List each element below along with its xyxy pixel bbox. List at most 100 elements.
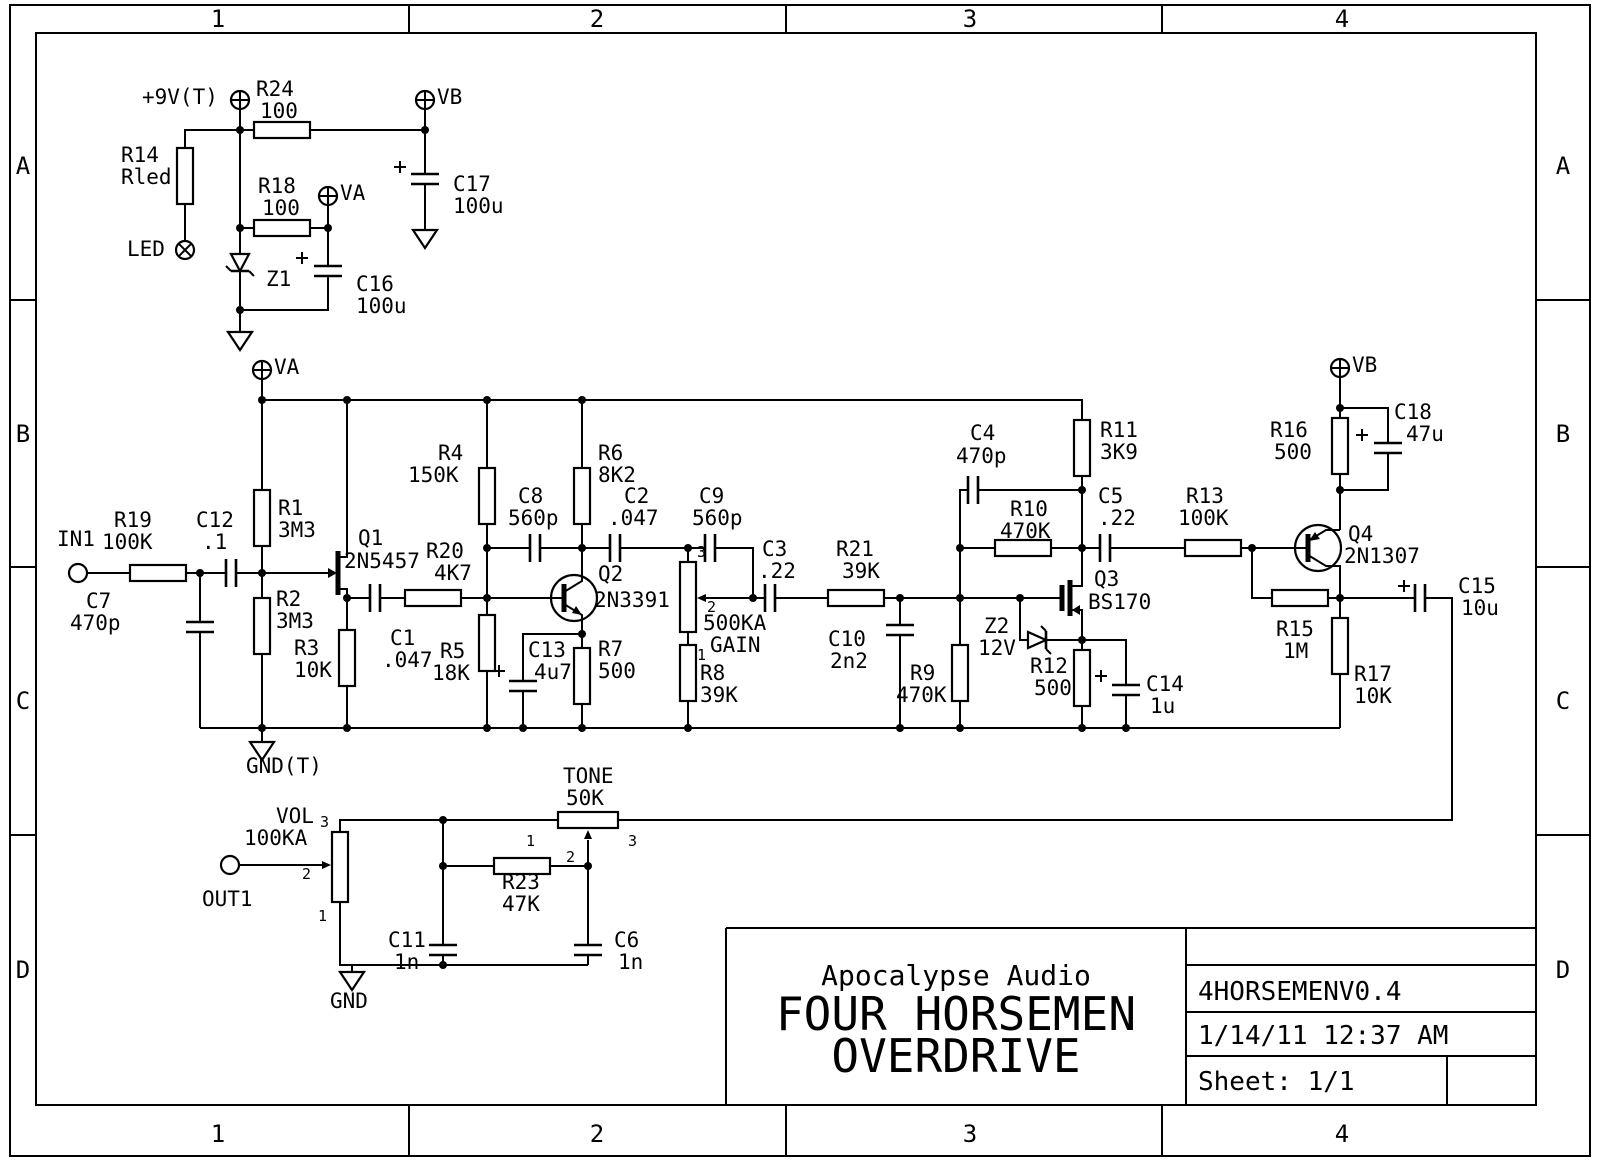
zener-z1 (225, 252, 255, 277)
r14-value: Rled (121, 165, 172, 189)
r18-ref: R18 (258, 174, 296, 198)
r13-ref: R13 (1186, 484, 1224, 508)
tone-pot (556, 810, 620, 839)
r6-value: 8K2 (598, 463, 636, 487)
power-vb-top-label: VB (437, 85, 462, 109)
r20-value: 4K7 (434, 561, 472, 585)
q4-value: 2N1307 (1344, 544, 1420, 568)
resistors (128, 120, 1350, 876)
r3-ref: R3 (294, 636, 319, 660)
grid-col-4-top: 4 (1335, 5, 1349, 33)
in1-port (67, 562, 89, 584)
r5-value: 18K (432, 661, 470, 685)
r12-value: 500 (1034, 676, 1072, 700)
led-indicator (174, 239, 196, 261)
c7-value: 470p (70, 611, 121, 635)
r13-value: 100K (1178, 506, 1229, 530)
c8-ref: C8 (518, 484, 543, 508)
resistor-r23 (492, 856, 552, 876)
in1-label: IN1 (57, 527, 95, 551)
grid-col-1-top: 1 (211, 5, 225, 33)
tone-pot-value: 50K (566, 786, 604, 810)
c10-value: 2n2 (830, 649, 868, 673)
r24-ref: R24 (256, 77, 294, 101)
z1-ref: Z1 (266, 267, 291, 291)
resistor-r18 (252, 218, 312, 238)
capacitor-c14 (1095, 670, 1140, 697)
resistor-r15 (1270, 588, 1330, 608)
title-block-title-line1: FOUR HORSEMEN (776, 987, 1136, 1041)
r15-ref: R15 (1276, 617, 1314, 641)
tone-pin-2: 2 (566, 848, 575, 866)
r19-ref: R19 (114, 508, 152, 532)
grid-row-d-right: D (1556, 956, 1570, 984)
r10-ref: R10 (1010, 497, 1048, 521)
grid-row-b-left: B (16, 420, 30, 448)
q1-ref: Q1 (358, 526, 383, 550)
gain-pot (678, 560, 706, 634)
led-label: LED (127, 237, 165, 261)
c2-ref: C2 (624, 484, 649, 508)
r9-value: 470K (896, 683, 947, 707)
capacitors (186, 161, 1427, 957)
capacitor-c18 (1356, 429, 1402, 455)
resistor-r13 (1183, 538, 1243, 558)
junction-dots (196, 126, 1344, 969)
capacitor-c10 (886, 623, 914, 637)
c14-ref: C14 (1146, 672, 1184, 696)
r12-ref: R12 (1030, 654, 1068, 678)
power-9v-label: +9V(T) (142, 85, 218, 109)
tone-pot-label: TONE (563, 764, 614, 788)
vol-pot-label: VOL (276, 804, 314, 828)
c10-ref: C10 (828, 627, 866, 651)
r21-ref: R21 (836, 537, 874, 561)
resistor-r17 (1330, 616, 1350, 676)
r14-ref: R14 (121, 143, 159, 167)
c2-value: .047 (608, 506, 659, 530)
c4-value: 470p (956, 444, 1007, 468)
capacitor-c8 (528, 534, 542, 562)
resistor-r7 (572, 646, 592, 706)
grid-col-1-bottom: 1 (211, 1120, 225, 1148)
title-block-company: Apocalypse Audio (821, 959, 1091, 992)
capacitor-c17 (394, 161, 439, 186)
power-symbol-va-rail (251, 359, 273, 381)
resistor-r24 (252, 120, 312, 140)
c8-value: 560p (508, 506, 559, 530)
vol-pin-1: 1 (318, 907, 327, 925)
c16-value: 100u (356, 294, 407, 318)
grid-row-a-left: A (16, 152, 31, 180)
power-symbol-vb-top (414, 89, 436, 111)
r17-value: 10K (1354, 684, 1392, 708)
vol-pot (322, 830, 350, 904)
r19-value: 100K (102, 530, 153, 554)
gain-pin-3: 3 (697, 543, 706, 561)
z2-ref: Z2 (984, 614, 1009, 638)
grid-col-4-bottom: 4 (1335, 1120, 1349, 1148)
title-block: Apocalypse Audio FOUR HORSEMEN OVERDRIVE… (725, 927, 1536, 1105)
capacitor-c4 (966, 476, 980, 504)
transistor-q3 (1059, 580, 1080, 616)
capacitor-c7 (186, 620, 214, 634)
c1-ref: C1 (390, 626, 415, 650)
ground-symbol-z1 (225, 330, 255, 352)
capacitor-c3 (763, 584, 777, 612)
q1-value: 2N5457 (344, 549, 420, 573)
r3-value: 10K (294, 658, 332, 682)
power-symbol-9v (229, 89, 251, 111)
r7-ref: R7 (598, 637, 623, 661)
title-block-title-line2: OVERDRIVE (831, 1029, 1080, 1083)
capacitor-c11 (429, 943, 457, 957)
r16-ref: R16 (1270, 418, 1308, 442)
gnd-label: GND (330, 989, 368, 1013)
c1-value: .047 (382, 648, 433, 672)
ground-symbol-gnd-t (247, 740, 277, 762)
c14-value: 1u (1150, 694, 1175, 718)
r21-value: 39K (842, 559, 880, 583)
c12-ref: C12 (196, 508, 234, 532)
r23-value: 47K (502, 892, 540, 916)
r18-value: 100 (262, 196, 300, 220)
capacitor-c16 (296, 252, 342, 278)
r4-ref: R4 (438, 441, 463, 465)
grid-col-3-top: 3 (963, 5, 977, 33)
